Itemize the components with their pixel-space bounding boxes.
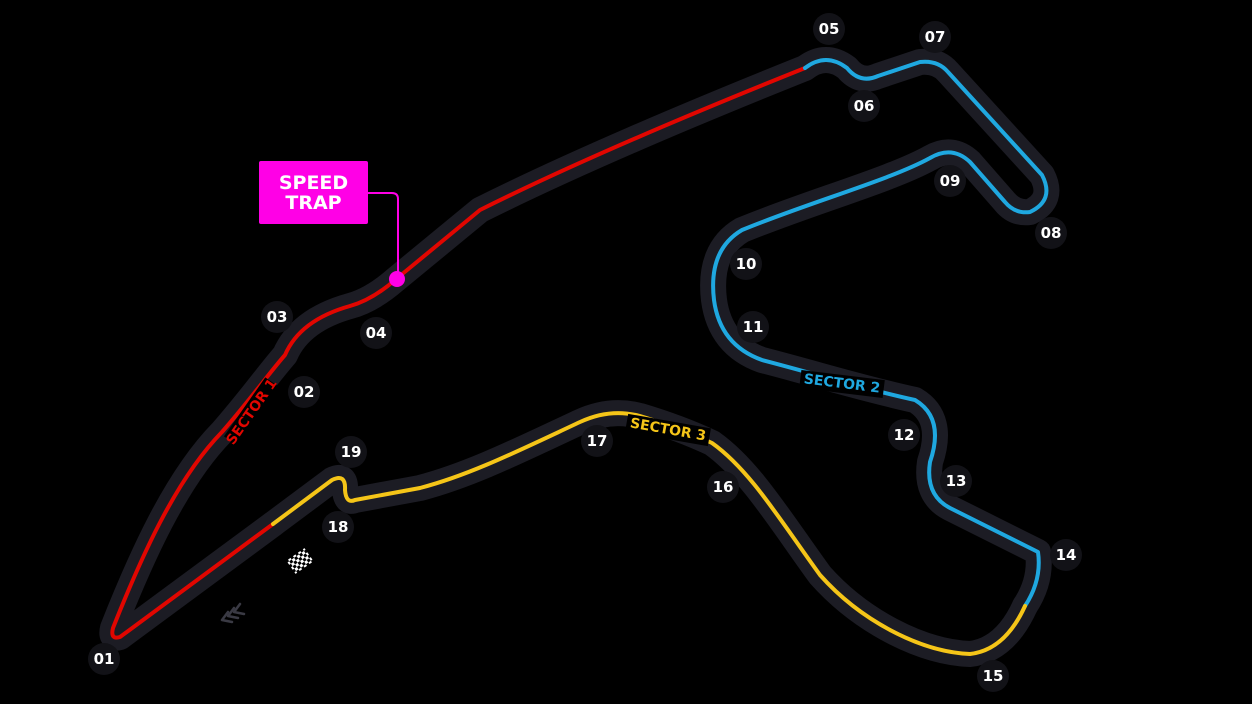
turn-16-label: 16 bbox=[713, 478, 734, 496]
speed-trap-connector bbox=[368, 192, 399, 278]
turn-19-marker: 19 bbox=[335, 436, 367, 468]
turn-02-label: 02 bbox=[294, 383, 315, 401]
sector-2-path bbox=[711, 58, 1049, 608]
turn-06-marker: 06 bbox=[848, 90, 880, 122]
turn-10-label: 10 bbox=[736, 255, 757, 273]
sector-1-path bbox=[110, 66, 807, 640]
turn-06-label: 06 bbox=[854, 97, 875, 115]
turn-12-label: 12 bbox=[894, 426, 915, 444]
speed-trap-callout: SPEED TRAP bbox=[259, 161, 368, 224]
turn-01-marker: 01 bbox=[88, 643, 120, 675]
turn-18-marker: 18 bbox=[322, 511, 354, 543]
turn-17-label: 17 bbox=[587, 432, 608, 450]
speed-trap-line-1: SPEED bbox=[278, 171, 349, 194]
turn-01-label: 01 bbox=[94, 650, 115, 668]
turn-11-marker: 11 bbox=[737, 311, 769, 343]
turn-03-label: 03 bbox=[267, 308, 288, 326]
turn-15-label: 15 bbox=[983, 667, 1004, 685]
turn-17-marker: 17 bbox=[581, 425, 613, 457]
turn-09-marker: 09 bbox=[934, 165, 966, 197]
turn-16-marker: 16 bbox=[707, 471, 739, 503]
turn-13-marker: 13 bbox=[940, 465, 972, 497]
turn-08-marker: 08 bbox=[1035, 217, 1067, 249]
turn-19-label: 19 bbox=[341, 443, 362, 461]
turn-07-marker: 07 bbox=[919, 21, 951, 53]
checkered-flag-icon bbox=[286, 548, 314, 574]
track-outline bbox=[99, 47, 1060, 667]
turn-03-marker: 03 bbox=[261, 301, 293, 333]
turn-02-marker: 02 bbox=[288, 376, 320, 408]
turn-05-label: 05 bbox=[819, 20, 840, 38]
turn-14-marker: 14 bbox=[1050, 539, 1082, 571]
sector-3-path bbox=[271, 411, 1027, 656]
turn-08-label: 08 bbox=[1041, 224, 1062, 242]
turn-13-label: 13 bbox=[946, 472, 967, 490]
speed-trap-marker bbox=[389, 271, 405, 287]
direction-chevrons-icon bbox=[220, 602, 246, 624]
turn-07-label: 07 bbox=[925, 28, 946, 46]
turn-markers: 01 02 03 04 05 06 07 08 09 10 11 12 13 1… bbox=[88, 13, 1082, 692]
turn-11-label: 11 bbox=[743, 318, 764, 336]
turn-14-label: 14 bbox=[1056, 546, 1077, 564]
turn-04-label: 04 bbox=[366, 324, 387, 342]
turn-10-marker: 10 bbox=[730, 248, 762, 280]
turn-12-marker: 12 bbox=[888, 419, 920, 451]
speed-trap-line-2: TRAP bbox=[285, 191, 342, 214]
turn-18-label: 18 bbox=[328, 518, 349, 536]
turn-09-label: 09 bbox=[940, 172, 961, 190]
turn-04-marker: 04 bbox=[360, 317, 392, 349]
turn-05-marker: 05 bbox=[813, 13, 845, 45]
turn-15-marker: 15 bbox=[977, 660, 1009, 692]
